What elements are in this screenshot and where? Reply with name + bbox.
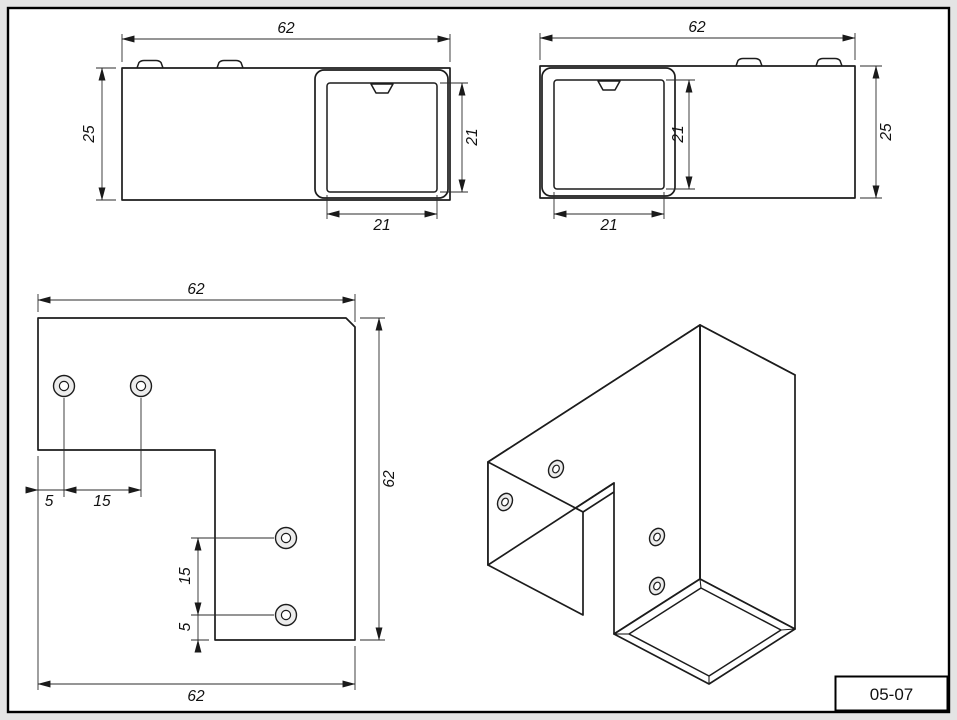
dim-width-top: 62: [37, 281, 356, 322]
hole: [648, 527, 666, 547]
iso-right-face: [699, 324, 796, 630]
part-outline: [37, 317, 356, 641]
dim-text: 25: [878, 123, 895, 142]
dim-text: 62: [187, 281, 205, 298]
rivet-cap: [815, 57, 843, 67]
dim-height: 25: [860, 65, 895, 199]
dim-width: 62: [121, 20, 451, 62]
hole: [274, 526, 298, 550]
dim-text: 62: [688, 19, 706, 36]
socket-bore: [326, 82, 438, 193]
dim-width-bottom: 62: [37, 456, 356, 705]
view-top-right: 62 21 25 21: [539, 19, 895, 234]
dim-bore-height: 21: [666, 79, 695, 190]
dim-text: 5: [177, 622, 194, 631]
hole: [129, 374, 153, 398]
dim-text: 62: [187, 688, 205, 705]
title-block: 05-07: [834, 675, 949, 712]
hole: [547, 459, 565, 479]
socket-bore: [553, 79, 665, 190]
view-plan: 62 62 62 5 15: [25, 281, 398, 705]
dim-text: 62: [277, 20, 295, 37]
view-top-left: 62 25 21 21: [81, 20, 481, 234]
dim-text: 15: [177, 567, 194, 585]
dim-text: 21: [670, 125, 687, 143]
dim-text: 5: [45, 493, 54, 510]
dim-text: 21: [372, 217, 390, 234]
bore-detent: [597, 80, 621, 91]
dim-text: 62: [381, 470, 398, 488]
part-number: 05-07: [870, 685, 913, 704]
hole: [274, 603, 298, 627]
rivet-cap: [136, 59, 164, 69]
dim-bore-width: 21: [553, 192, 665, 234]
dim-height: 25: [81, 67, 116, 201]
dim-text: 21: [464, 128, 481, 146]
dim-text: 15: [93, 493, 111, 510]
rivet-cap: [735, 57, 763, 67]
dim-width: 62: [539, 19, 856, 60]
bore-detent: [370, 83, 394, 94]
dim-hole-offsets-vertical: 15 5: [177, 537, 274, 653]
dim-hole-offsets-horizontal: 5 15: [25, 398, 142, 510]
dim-text: 21: [599, 217, 617, 234]
dim-height-right: 62: [360, 317, 398, 641]
dim-bore-width: 21: [326, 195, 438, 234]
rivet-cap: [216, 59, 244, 69]
hole: [496, 492, 514, 512]
dim-text: 25: [81, 125, 98, 144]
hole: [52, 374, 76, 398]
view-isometric: [487, 324, 796, 685]
title-block-border: [834, 675, 949, 712]
hole: [648, 576, 666, 596]
dim-bore-height: 21: [440, 82, 481, 193]
